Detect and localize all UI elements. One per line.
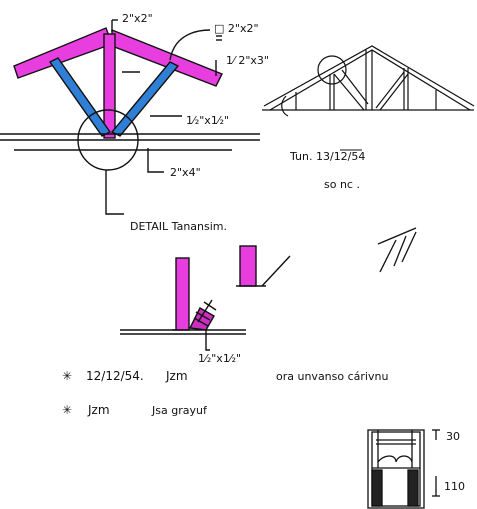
label-top-post: 2"x2" [122,12,153,25]
label-sig2: so nc . [324,178,360,191]
label-brace: 1⁄₂"x1⁄₂" [186,114,229,127]
small-truss [262,45,475,117]
note1-word: Jzm [165,369,188,383]
detail-post [175,257,190,331]
detail-circle [77,109,139,171]
brace-symbol [377,227,417,273]
label-detail: DETAIL Tanansim. [130,220,227,233]
label-box-size: □ 2"x2" [214,22,259,35]
main-truss [0,19,260,215]
note1-rest: ora unvanso cárivnu [276,370,388,383]
left-strut [48,57,112,137]
note2-rest: Jsa grayuf [151,404,208,417]
note1-date: 12/12/54. [86,369,144,383]
label-date-sig: Tun. 13/12/54 [289,150,365,163]
detail-brace [188,307,215,331]
king-post [103,33,116,139]
label-brace2: 1⁄₂"x1⁄₂" [198,352,241,365]
bullet-icon: ✳ [62,403,72,417]
window-sketch [367,429,440,509]
detail-post-2 [239,245,257,287]
label-purlin: 1⁄ 2"x3" [226,54,269,67]
dim-30: 30 [446,430,460,443]
note2-word: Jzm [87,403,110,417]
right-strut [110,61,180,137]
dim-110: 110 [444,480,465,493]
labels: 2"x2" □ 2"x2" 1⁄ 2"x3" 1⁄₂"x1⁄₂" 2"x4" D… [62,12,465,493]
bullet-icon: ✳ [62,369,72,383]
detail-view [120,245,291,351]
note-2: ✳ Jzm Jsa grayuf [62,403,208,417]
note-1: ✳ 12/12/54. Jzm ora unvanso cárivnu [62,369,388,383]
label-tie: 2"x4" [170,166,201,179]
